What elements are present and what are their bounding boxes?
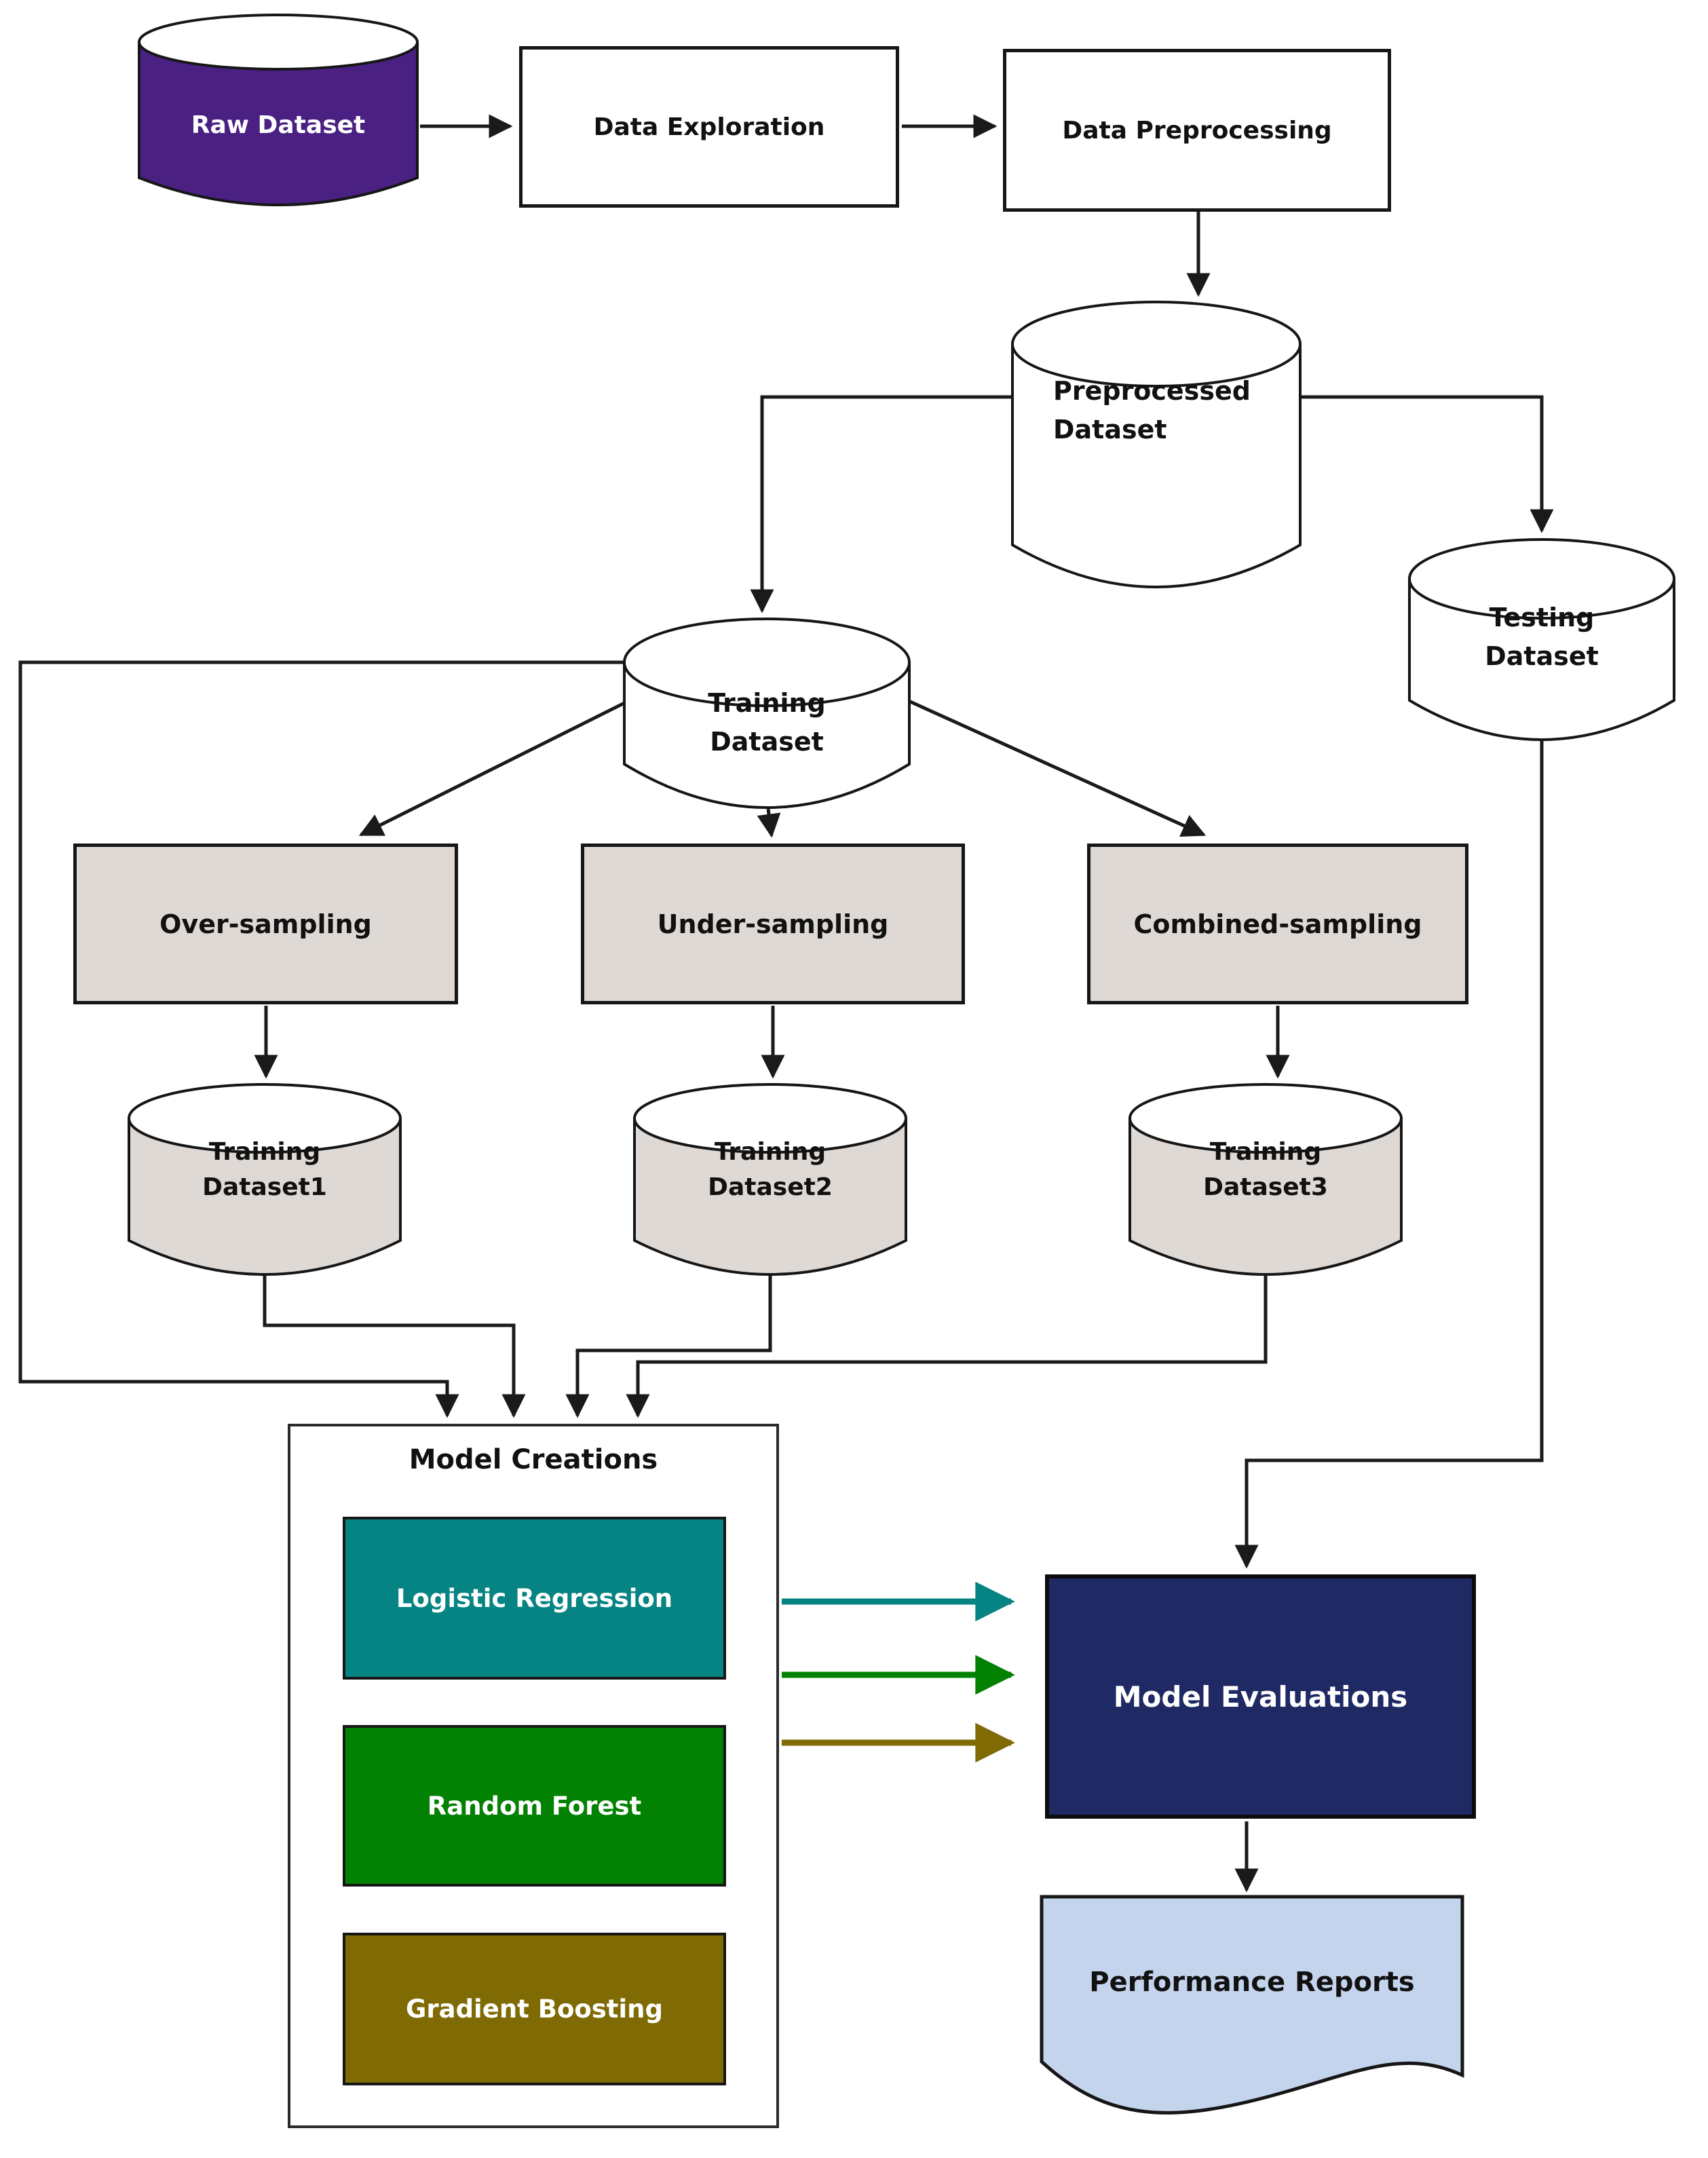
over-sampling-box: Over-sampling [73, 844, 458, 1004]
model-evaluations-label: Model Evaluations [1113, 1680, 1408, 1714]
over-sampling-label: Over-sampling [159, 909, 372, 939]
data-exploration-label: Data Exploration [593, 113, 825, 141]
logistic-regression-box: Logistic Regression [343, 1517, 726, 1680]
arrow-preprocessed-to-training [750, 395, 1014, 613]
data-preprocessing-box: Data Preprocessing [1003, 49, 1391, 212]
data-preprocessing-label: Data Preprocessing [1062, 116, 1332, 145]
combined-sampling-box: Combined-sampling [1087, 844, 1468, 1004]
performance-reports-document [1040, 1895, 1464, 2115]
training-dataset-cylinder [623, 618, 911, 809]
training-dataset2-cylinder [633, 1083, 907, 1276]
raw-dataset-cylinder [138, 14, 419, 206]
training-dataset3-cylinder [1128, 1083, 1403, 1276]
training-dataset-label: Training Dataset [708, 688, 826, 757]
gradient-boosting-label: Gradient Boosting [405, 1994, 663, 2024]
testing-dataset-label: Testing Dataset [1485, 603, 1599, 671]
testing-dataset-cylinder [1408, 538, 1675, 741]
arrow-dataset2-to-modelcreations [565, 1273, 772, 1418]
arrow-preprocessed-to-testing [1299, 395, 1554, 533]
model-evaluations-box: Model Evaluations [1045, 1574, 1476, 1819]
under-sampling-box: Under-sampling [581, 844, 965, 1004]
arrow-dataset1-to-modelcreations [263, 1273, 526, 1418]
under-sampling-label: Under-sampling [657, 909, 889, 939]
arrow-training-to-modelcreations [18, 660, 625, 1418]
preprocessed-dataset-label: Preprocessed Dataset [1053, 376, 1251, 444]
arrow-dataset3-to-modelcreations [626, 1273, 1268, 1418]
arrow-training-to-combinedsampling [891, 692, 1207, 837]
random-forest-box: Random Forest [343, 1725, 726, 1887]
training-dataset3-label: Training Dataset3 [1203, 1138, 1328, 1202]
logistic-regression-label: Logistic Regression [396, 1583, 673, 1613]
arrow-testing-to-modelevaluations [1234, 740, 1544, 1569]
arrow-training-to-oversampling [358, 692, 645, 837]
model-creations-title: Model Creations [409, 1444, 658, 1475]
performance-reports-label: Performance Reports [1089, 1967, 1415, 1998]
training-dataset1-cylinder [128, 1083, 402, 1276]
data-exploration-box: Data Exploration [519, 46, 899, 208]
random-forest-label: Random Forest [427, 1791, 642, 1821]
raw-dataset-label: Raw Dataset [191, 111, 366, 139]
training-dataset2-label: Training Dataset2 [708, 1138, 833, 1202]
arrow-training-to-undersampling [757, 808, 781, 838]
preprocessed-dataset-cylinder [1011, 301, 1302, 588]
training-dataset1-label: Training Dataset1 [202, 1138, 327, 1202]
combined-sampling-label: Combined-sampling [1133, 909, 1422, 939]
gradient-boosting-box: Gradient Boosting [343, 1933, 726, 2085]
